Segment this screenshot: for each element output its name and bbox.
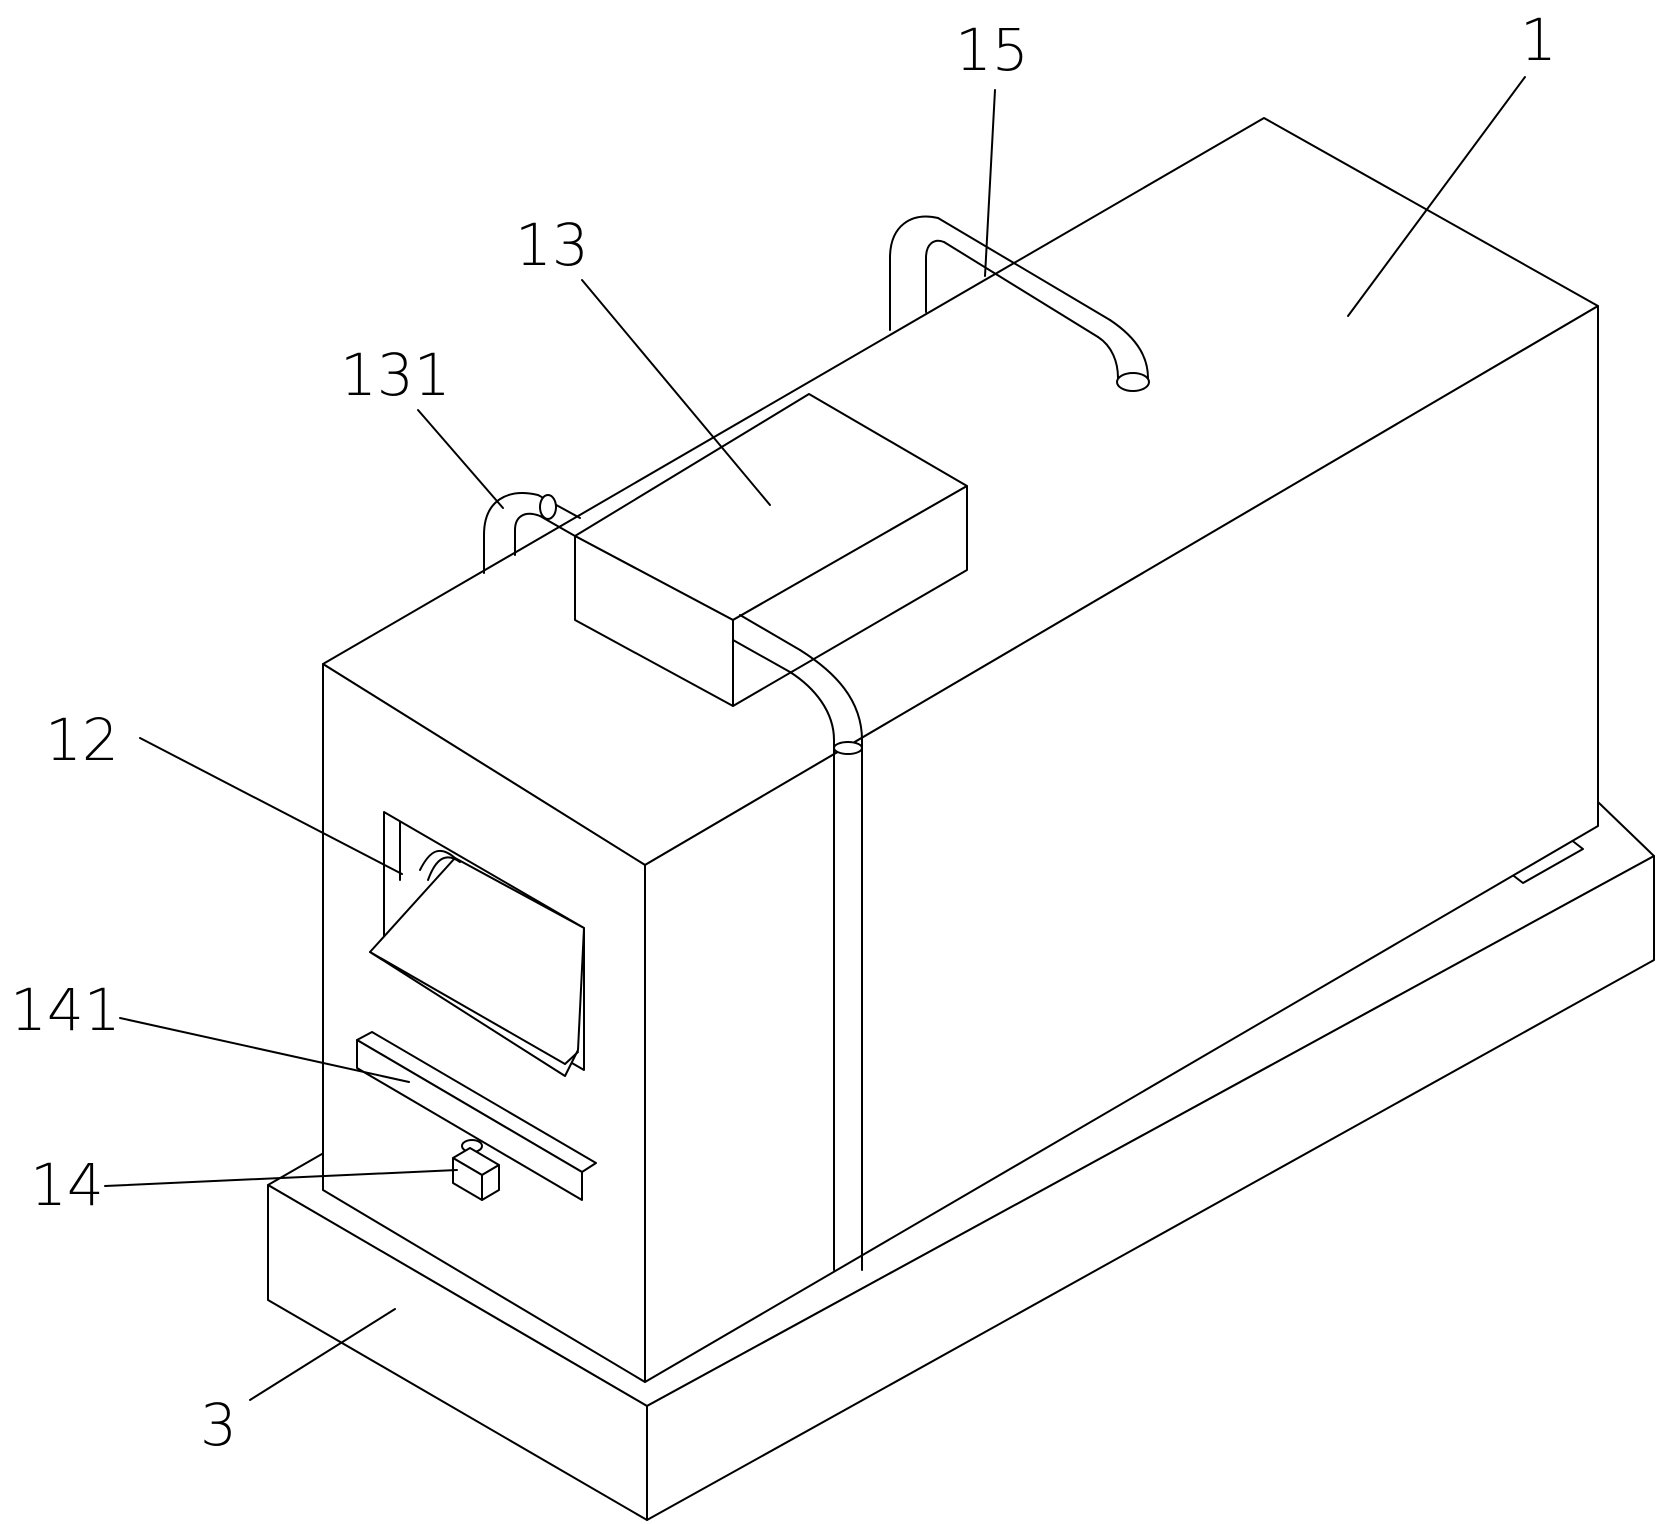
bracket: [452, 1139, 500, 1201]
callout-14: 14: [30, 1151, 104, 1219]
main-body: [322, 117, 1599, 1383]
callout-labels: 1 15 13 131 12 141 14 3: [10, 6, 1557, 1459]
callout-15: 15: [955, 16, 1029, 84]
body-right-face: [644, 305, 1599, 1383]
base-right-face: [646, 855, 1655, 1521]
leader-14: [104, 1169, 458, 1187]
leader-lines: [104, 76, 1526, 1401]
leader-13: [581, 279, 771, 506]
bracket-right-face: [481, 1164, 500, 1201]
leader-3: [249, 1308, 396, 1401]
bar-front-face: [356, 1039, 583, 1201]
callout-131: 131: [340, 341, 451, 409]
window-chute: [369, 857, 585, 1077]
leader-141: [119, 1017, 410, 1083]
top-box-pipe: [483, 492, 581, 574]
leader-131: [417, 409, 504, 509]
leader-12: [139, 737, 403, 875]
top-box-right-face: [732, 485, 968, 707]
leader-1: [1347, 76, 1526, 317]
callout-141: 141: [10, 976, 121, 1044]
top-box: [574, 393, 968, 707]
callout-3: 3: [200, 1391, 237, 1459]
callout-12: 12: [45, 706, 119, 774]
callout-1: 1: [1520, 6, 1557, 74]
side-down-pipe: [732, 614, 863, 1271]
window-opening: [369, 811, 585, 1077]
bar: [356, 1031, 597, 1201]
leader-15: [984, 89, 996, 277]
callout-13: 13: [515, 211, 589, 279]
top-pipe: [889, 215, 1150, 392]
